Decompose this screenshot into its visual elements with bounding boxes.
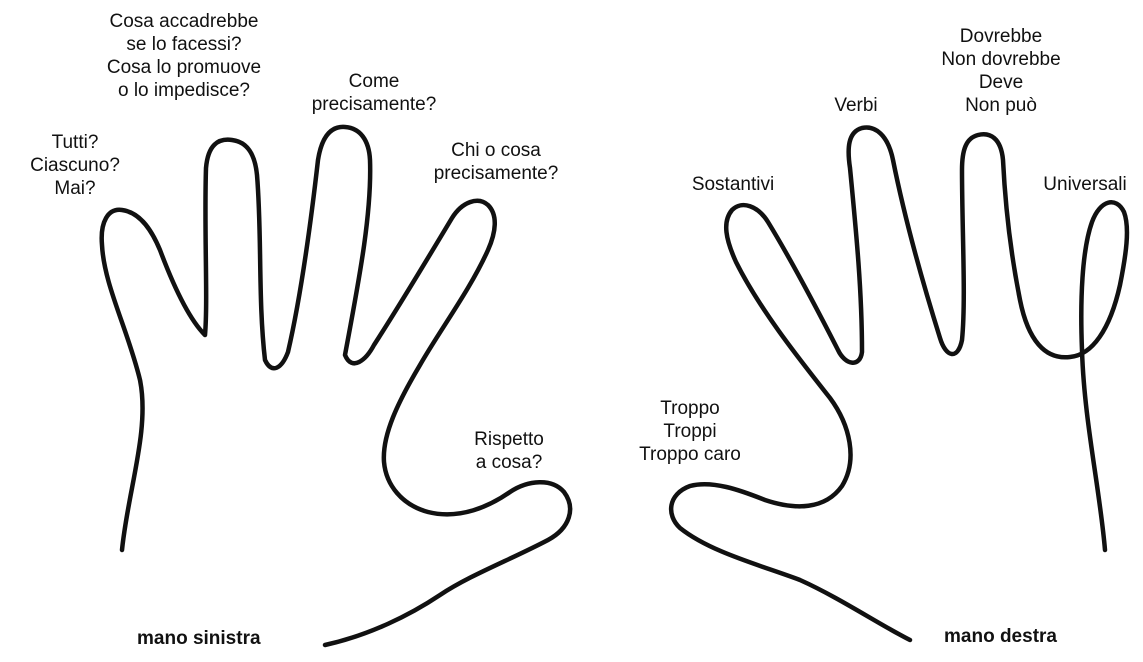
left-hand-outline	[102, 127, 570, 645]
right-ring-line-2: Non dovrebbe	[941, 48, 1060, 71]
left-middle-label: Come precisamente?	[312, 70, 437, 116]
left-pinky-label: Tutti? Ciascuno? Mai?	[30, 131, 120, 200]
right-middle-label: Verbi	[834, 94, 877, 117]
left-ring-line-4: o lo impedisce?	[107, 79, 261, 102]
left-index-line-2: precisamente?	[434, 162, 559, 185]
left-pinky-line-3: Mai?	[30, 177, 120, 200]
left-index-line-1: Chi o cosa	[434, 139, 559, 162]
right-ring-line-3: Deve	[941, 71, 1060, 94]
left-ring-line-2: se lo facessi?	[107, 33, 261, 56]
left-thumb-label: Rispetto a cosa?	[474, 428, 544, 474]
left-pinky-line-2: Ciascuno?	[30, 154, 120, 177]
right-index-label: Sostantivi	[692, 173, 774, 196]
right-thumb-line-3: Troppo caro	[639, 443, 741, 466]
left-index-label: Chi o cosa precisamente?	[434, 139, 559, 185]
left-middle-line-1: Come	[312, 70, 437, 93]
right-index-line-1: Sostantivi	[692, 173, 774, 196]
right-pinky-line-1: Universali	[1043, 173, 1126, 196]
right-hand-title: mano destra	[944, 626, 1057, 648]
left-ring-line-3: Cosa lo promuove	[107, 56, 261, 79]
left-ring-line-1: Cosa accadrebbe	[107, 10, 261, 33]
left-thumb-line-2: a cosa?	[474, 451, 544, 474]
left-middle-line-2: precisamente?	[312, 93, 437, 116]
right-hand-outline	[671, 127, 1127, 640]
right-pinky-label: Universali	[1043, 173, 1126, 196]
left-hand-title: mano sinistra	[137, 628, 261, 650]
right-ring-label: Dovrebbe Non dovrebbe Deve Non può	[941, 25, 1060, 117]
right-middle-line-1: Verbi	[834, 94, 877, 117]
right-thumb-label: Troppo Troppi Troppo caro	[639, 397, 741, 466]
right-thumb-line-2: Troppi	[639, 420, 741, 443]
left-thumb-line-1: Rispetto	[474, 428, 544, 451]
right-thumb-line-1: Troppo	[639, 397, 741, 420]
right-ring-line-4: Non può	[941, 94, 1060, 117]
left-ring-label: Cosa accadrebbe se lo facessi? Cosa lo p…	[107, 10, 261, 102]
left-pinky-line-1: Tutti?	[30, 131, 120, 154]
right-ring-line-1: Dovrebbe	[941, 25, 1060, 48]
